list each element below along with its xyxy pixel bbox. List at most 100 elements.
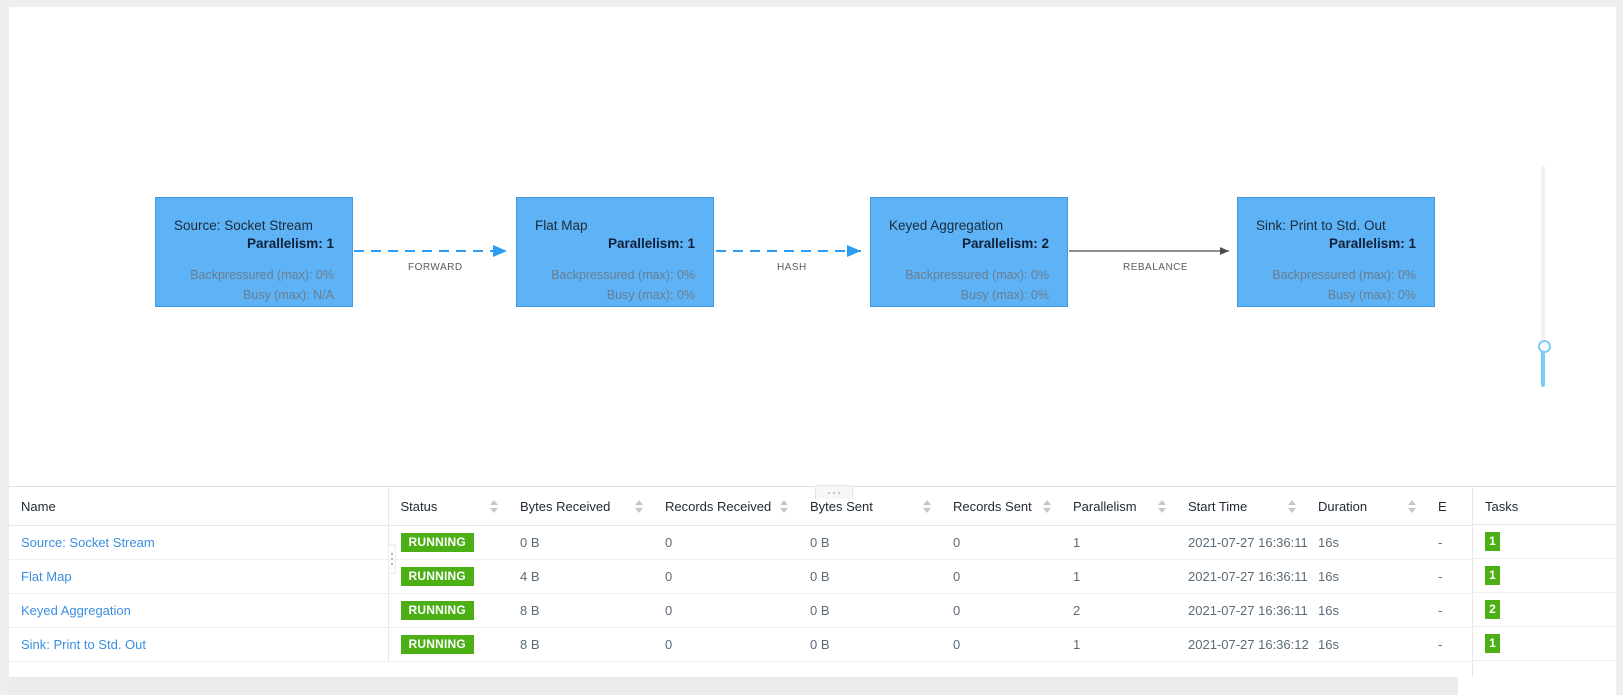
sort-icon[interactable] — [489, 498, 498, 514]
cell-duration: 16s — [1306, 627, 1426, 662]
table-horizontal-scrollbar[interactable] — [9, 677, 1616, 695]
node-backpressure: Backpressured (max): 0% — [905, 268, 1049, 283]
col-header-label: Start Time — [1188, 498, 1248, 514]
table-header-row: Name Status Bytes Received Records Recei… — [9, 488, 1616, 526]
edge-label-hash: HASH — [777, 262, 807, 273]
cell-start-time: 2021-07-27 16:36:11 — [1176, 559, 1308, 594]
cell-bytes-received: 8 B — [508, 627, 653, 662]
cell-records-sent: 0 — [941, 593, 1061, 628]
col-header-end-time[interactable]: E — [1426, 488, 1471, 526]
col-header-label: Records Sent — [953, 498, 1032, 514]
sort-icon[interactable] — [1042, 498, 1051, 514]
cell-status: RUNNING — [388, 559, 508, 594]
cell-records-received: 0 — [653, 627, 798, 662]
column-resize-handle[interactable] — [388, 544, 396, 574]
col-header-parallelism[interactable]: Parallelism — [1061, 488, 1176, 526]
cell-duration: 16s — [1306, 593, 1426, 628]
cell-bytes-sent: 0 B — [798, 593, 941, 628]
status-badge: RUNNING — [400, 532, 474, 552]
dot-icon — [838, 491, 840, 494]
vertex-link[interactable]: Source: Socket Stream — [21, 534, 155, 550]
col-header-duration[interactable]: Duration — [1306, 488, 1426, 526]
tasks-badge: 1 — [1485, 566, 1500, 585]
sort-icon[interactable] — [634, 498, 643, 514]
vertex-link[interactable]: Sink: Print to Std. Out — [21, 636, 146, 652]
node-busy: Busy (max): 0% — [960, 287, 1049, 302]
cell-duration: 16s — [1306, 559, 1426, 594]
graph-edges — [354, 245, 1229, 257]
node-title: Keyed Aggregation — [889, 218, 1004, 233]
node-parallelism: Parallelism: 1 — [607, 235, 695, 251]
panel-splitter-handle[interactable] — [815, 485, 853, 499]
sort-icon[interactable] — [922, 498, 931, 514]
vertices-table: Name Status Bytes Received Records Recei… — [9, 488, 1616, 662]
cell-bytes-sent: 0 B — [798, 627, 941, 662]
col-header-status[interactable]: Status — [388, 488, 508, 526]
dot-icon — [828, 491, 830, 494]
graph-node-source[interactable]: Source: Socket Stream Parallelism: 1 Bac… — [155, 197, 353, 307]
cell-start-time: 2021-07-27 16:36:11 — [1176, 593, 1308, 628]
cell-end-time: - — [1426, 593, 1471, 628]
col-header-records-sent[interactable]: Records Sent — [941, 488, 1061, 526]
cell-start-time: 2021-07-27 16:36:11 — [1176, 525, 1308, 560]
node-title: Sink: Print to Std. Out — [1256, 218, 1386, 233]
zoom-slider-handle[interactable] — [1538, 340, 1551, 353]
cell-start-time: 2021-07-27 16:36:12 — [1176, 627, 1309, 662]
cell-status: RUNNING — [388, 525, 508, 560]
table-row[interactable]: Sink: Print to Std. Out RUNNING 8 B 0 0 … — [9, 627, 1616, 662]
cell-end-time: - — [1426, 559, 1471, 594]
zoom-slider-track[interactable] — [1541, 165, 1545, 367]
node-parallelism: Parallelism: 1 — [1328, 235, 1416, 251]
vertex-link[interactable]: Keyed Aggregation — [21, 602, 131, 618]
table-row[interactable]: Keyed Aggregation RUNNING 8 B 0 0 B 0 2 … — [9, 593, 1616, 628]
cell-records-received: 0 — [653, 559, 798, 594]
sort-icon[interactable] — [1287, 498, 1296, 514]
node-parallelism: Parallelism: 2 — [961, 235, 1049, 251]
cell-name[interactable]: Source: Socket Stream — [9, 525, 389, 560]
col-header-label: Records Received — [665, 498, 772, 514]
cell-name[interactable]: Keyed Aggregation — [9, 593, 389, 628]
node-busy: Busy (max): N/A — [243, 287, 334, 302]
node-backpressure: Backpressured (max): 0% — [190, 268, 334, 283]
scrollbar-thumb[interactable] — [9, 677, 1458, 695]
graph-node-flat-map[interactable]: Flat Map Parallelism: 1 Backpressured (m… — [516, 197, 714, 307]
cell-name[interactable]: Flat Map — [9, 559, 389, 594]
edge-label-forward: FORWARD — [408, 262, 463, 273]
cell-end-time: - — [1426, 525, 1471, 560]
vertices-table-container[interactable]: Name Status Bytes Received Records Recei… — [9, 488, 1616, 695]
node-busy: Busy (max): 0% — [1327, 287, 1416, 302]
node-backpressure: Backpressured (max): 0% — [551, 268, 695, 283]
col-header-label: Name — [21, 498, 56, 514]
sort-icon[interactable] — [1407, 498, 1416, 514]
col-header-bytes-received[interactable]: Bytes Received — [508, 488, 653, 526]
col-header-tasks-frozen[interactable]: Tasks — [1473, 488, 1616, 525]
table-row[interactable]: Source: Socket Stream RUNNING 0 B 0 0 B … — [9, 525, 1616, 560]
node-busy: Busy (max): 0% — [606, 287, 695, 302]
tasks-row: 1 — [1473, 525, 1616, 559]
tasks-badge: 1 — [1485, 634, 1500, 653]
vertex-link[interactable]: Flat Map — [21, 568, 72, 584]
cell-bytes-sent: 0 B — [798, 559, 941, 594]
job-graph-canvas[interactable]: Source: Socket Stream Parallelism: 1 Bac… — [9, 7, 1616, 487]
sort-icon[interactable] — [1157, 498, 1166, 514]
cell-name[interactable]: Sink: Print to Std. Out — [9, 627, 389, 662]
col-header-records-received[interactable]: Records Received — [653, 488, 798, 526]
node-backpressure: Backpressured (max): 0% — [1272, 268, 1416, 283]
graph-node-sink[interactable]: Sink: Print to Std. Out Parallelism: 1 B… — [1237, 197, 1435, 307]
cell-status: RUNNING — [388, 593, 508, 628]
cell-records-received: 0 — [653, 525, 798, 560]
cell-end-time: - — [1426, 627, 1471, 662]
tasks-row: 2 — [1473, 593, 1616, 627]
graph-node-keyed-aggregation[interactable]: Keyed Aggregation Parallelism: 2 Backpre… — [870, 197, 1068, 307]
col-header-name[interactable]: Name — [9, 488, 389, 526]
col-header-start-time[interactable]: Start Time — [1176, 488, 1306, 526]
sort-icon[interactable] — [779, 498, 788, 514]
dot-icon — [391, 553, 393, 555]
zoom-slider-fill — [1541, 351, 1545, 387]
table-body: Source: Socket Stream RUNNING 0 B 0 0 B … — [9, 525, 1616, 662]
zoom-slider[interactable] — [1538, 165, 1551, 387]
cell-records-sent: 0 — [941, 627, 1061, 662]
cell-status: RUNNING — [388, 627, 508, 662]
node-title: Flat Map — [535, 218, 588, 233]
table-row[interactable]: Flat Map RUNNING 4 B 0 0 B 0 1 2021-07-2… — [9, 559, 1616, 594]
